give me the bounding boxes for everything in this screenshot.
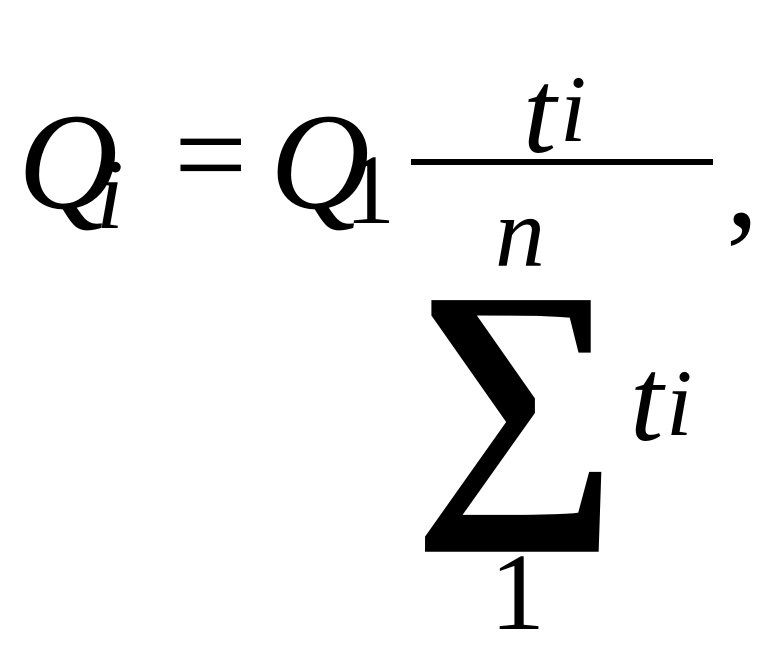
lhs-subscript: i [96,139,124,250]
lhs-symbol: Q [18,85,118,238]
numerator-subscript: i [560,56,587,162]
trailing-comma: , [726,111,759,255]
fraction-bar [411,159,713,165]
rhs-factor-subscript: 1 [345,134,395,245]
rhs-factor-symbol: Q [270,85,370,238]
numerator-symbol: t [523,45,557,178]
equals-sign: = [174,83,248,227]
sum-upper-limit: n [495,177,545,288]
denominator-term-subscript: i [666,350,693,456]
summation-symbol: ∑ [412,232,619,553]
denominator-term-symbol: t [630,333,664,466]
sum-lower-limit: 1 [490,531,545,653]
